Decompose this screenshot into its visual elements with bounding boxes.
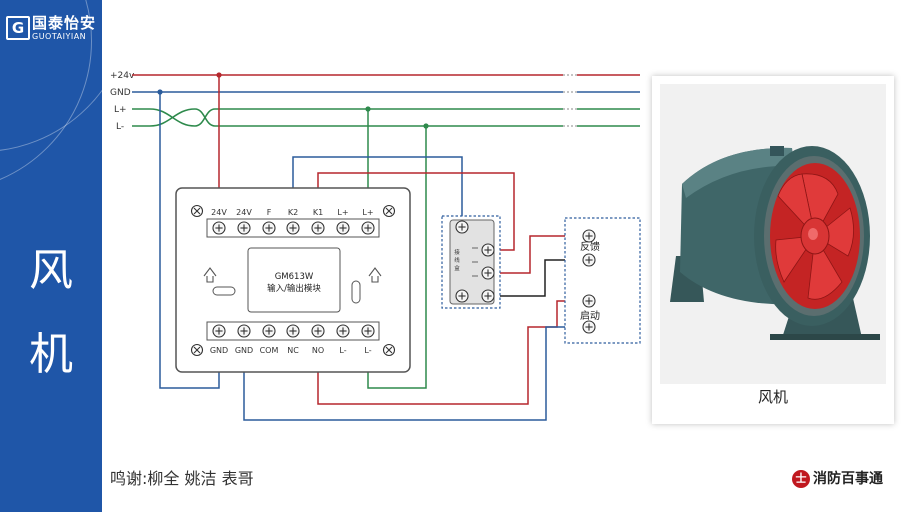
- logo-subtext: GUOTAIYIAN: [32, 32, 87, 41]
- corner-screw-icon: [382, 343, 396, 357]
- top-terminal-label: 24V: [236, 208, 252, 217]
- screw-terminal-icon: [582, 294, 596, 308]
- screw-terminal-icon: [286, 324, 300, 338]
- io-module: 24V 24V F K2 K1 L+ L+ GM613W 输入/输出模块: [175, 187, 411, 373]
- top-terminal-label: K2: [288, 208, 298, 217]
- bus-break-marks: [563, 72, 577, 129]
- fan-photo: [670, 146, 880, 340]
- bottom-terminal-label: COM: [260, 346, 279, 355]
- bus-label-24v: +24v: [110, 71, 135, 81]
- screw-terminal-icon: [262, 221, 276, 235]
- screw-terminal-icon: [311, 324, 325, 338]
- bottom-terminal-label: NC: [287, 346, 299, 355]
- screw-terminal-icon: [361, 324, 375, 338]
- brand-name: 消防百事通: [813, 471, 883, 487]
- feedback-label: 反馈: [580, 240, 600, 253]
- bus-label-lminus: L-: [116, 122, 124, 132]
- screw-terminal-icon: [481, 289, 495, 303]
- bottom-terminal-label: L-: [339, 346, 346, 355]
- brand: 士消防百事通: [792, 468, 883, 488]
- screw-terminal-icon: [237, 324, 251, 338]
- screw-terminal-icon: [262, 324, 276, 338]
- screw-terminal-icon: [582, 229, 596, 243]
- sidebar: G 国泰怡安 GUOTAIYIAN 风 机: [0, 0, 102, 512]
- screw-terminal-icon: [336, 324, 350, 338]
- bottom-terminal-label: L-: [364, 346, 371, 355]
- screw-terminal-icon: [311, 221, 325, 235]
- junction-dots: [157, 72, 429, 129]
- bottom-terminal-label: NO: [312, 346, 324, 355]
- screw-terminal-icon: [361, 221, 375, 235]
- relay-char: 线: [454, 256, 460, 264]
- bottom-terminal-label: GND: [210, 346, 228, 355]
- screw-terminal-icon: [582, 320, 596, 334]
- top-terminal-label: F: [267, 208, 272, 217]
- top-terminal-label: L+: [362, 208, 373, 217]
- bottom-terminal-label: GND: [235, 346, 253, 355]
- screw-terminal-icon: [286, 221, 300, 235]
- screw-terminal-icon: [237, 221, 251, 235]
- corner-screw-icon: [190, 204, 204, 218]
- screw-terminal-icon: [455, 289, 469, 303]
- brand-icon: 士: [792, 470, 810, 488]
- bus-lines: +24v GND L+ L-: [110, 71, 640, 132]
- bus-label-lplus: L+: [114, 105, 127, 115]
- relay-char: 盒: [454, 264, 460, 272]
- logo-icon: G: [6, 16, 30, 40]
- top-terminal-label: 24V: [211, 208, 227, 217]
- screw-terminal-icon: [455, 220, 469, 234]
- top-terminal-label: K1: [313, 208, 323, 217]
- module-slot: [212, 286, 236, 296]
- fan-photo-card: 风机: [652, 76, 894, 424]
- credits-text: 鸣谢:柳全 姚洁 表哥: [110, 469, 254, 488]
- photo-caption: 风机: [757, 388, 788, 406]
- relay-box: 接 线 盒: [441, 215, 501, 309]
- fan-terminal-box: 反馈 启动: [564, 217, 641, 344]
- module-model: GM613W: [275, 272, 314, 282]
- screw-terminal-icon: [336, 221, 350, 235]
- screw-terminal-icon: [212, 221, 226, 235]
- up-arrow-icon: [203, 267, 217, 283]
- top-terminal-label: L+: [337, 208, 348, 217]
- logo-text: 国泰怡安: [32, 14, 97, 32]
- corner-screw-icon: [382, 204, 396, 218]
- wiring-diagram: +24v GND L+ L-: [110, 71, 641, 421]
- start-label: 启动: [580, 309, 600, 322]
- screw-terminal-icon: [481, 243, 495, 257]
- corner-screw-icon: [190, 343, 204, 357]
- page-title-char-1: 风: [29, 245, 73, 296]
- module-slot: [351, 280, 361, 304]
- module-name: 输入/输出模块: [267, 283, 321, 294]
- screw-terminal-icon: [212, 324, 226, 338]
- page-title-char-2: 机: [29, 329, 73, 380]
- up-arrow-icon: [368, 267, 382, 283]
- screw-terminal-icon: [481, 266, 495, 280]
- screw-terminal-icon: [582, 253, 596, 267]
- relay-char: 接: [454, 248, 460, 256]
- bus-label-gnd: GND: [110, 88, 131, 98]
